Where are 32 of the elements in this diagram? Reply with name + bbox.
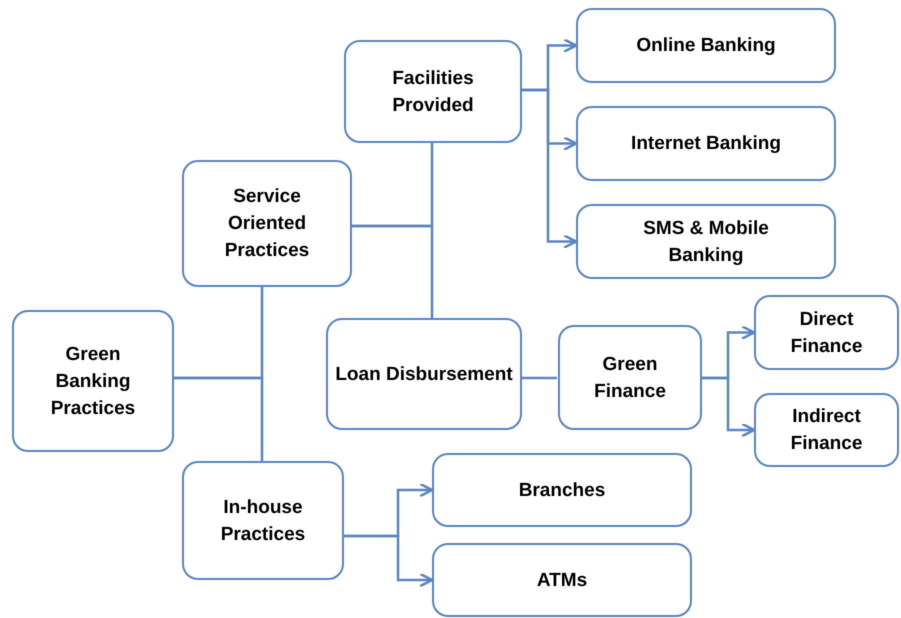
process-box (576, 8, 836, 83)
process-box (12, 310, 174, 452)
box-label: Green Finance (593, 352, 667, 404)
arrow (702, 376, 756, 438)
process-box (432, 543, 692, 617)
process-box (754, 295, 899, 370)
process-box (344, 40, 522, 143)
box-label: In-house Practices (220, 496, 306, 546)
arrow (344, 534, 434, 588)
process-box (326, 318, 522, 430)
arrow (522, 88, 578, 249)
process-box (432, 453, 692, 527)
box-label: SMS & Mobile Banking (642, 216, 770, 268)
box-label: Loan Disbursement (334, 362, 514, 386)
box-label: Service Oriented Practices (224, 185, 310, 263)
box-label: Facilities Provided (391, 66, 475, 118)
connector-line (522, 376, 557, 380)
process-box (558, 325, 702, 430)
process-box (576, 204, 836, 279)
box-label: Direct Finance (790, 308, 864, 358)
process-box (576, 106, 836, 181)
box-label: Online Banking (635, 34, 777, 58)
box-label: Internet Banking (630, 132, 782, 156)
box-label: ATMs (536, 568, 588, 592)
box-label: Indirect Finance (790, 405, 864, 456)
process-box (182, 160, 352, 287)
connector-line (174, 376, 264, 461)
box-label: Branches (518, 478, 606, 502)
process-box (754, 393, 899, 467)
process-box (182, 461, 344, 580)
connector-line (352, 224, 434, 318)
box-label: Green Banking Practices (50, 342, 136, 420)
